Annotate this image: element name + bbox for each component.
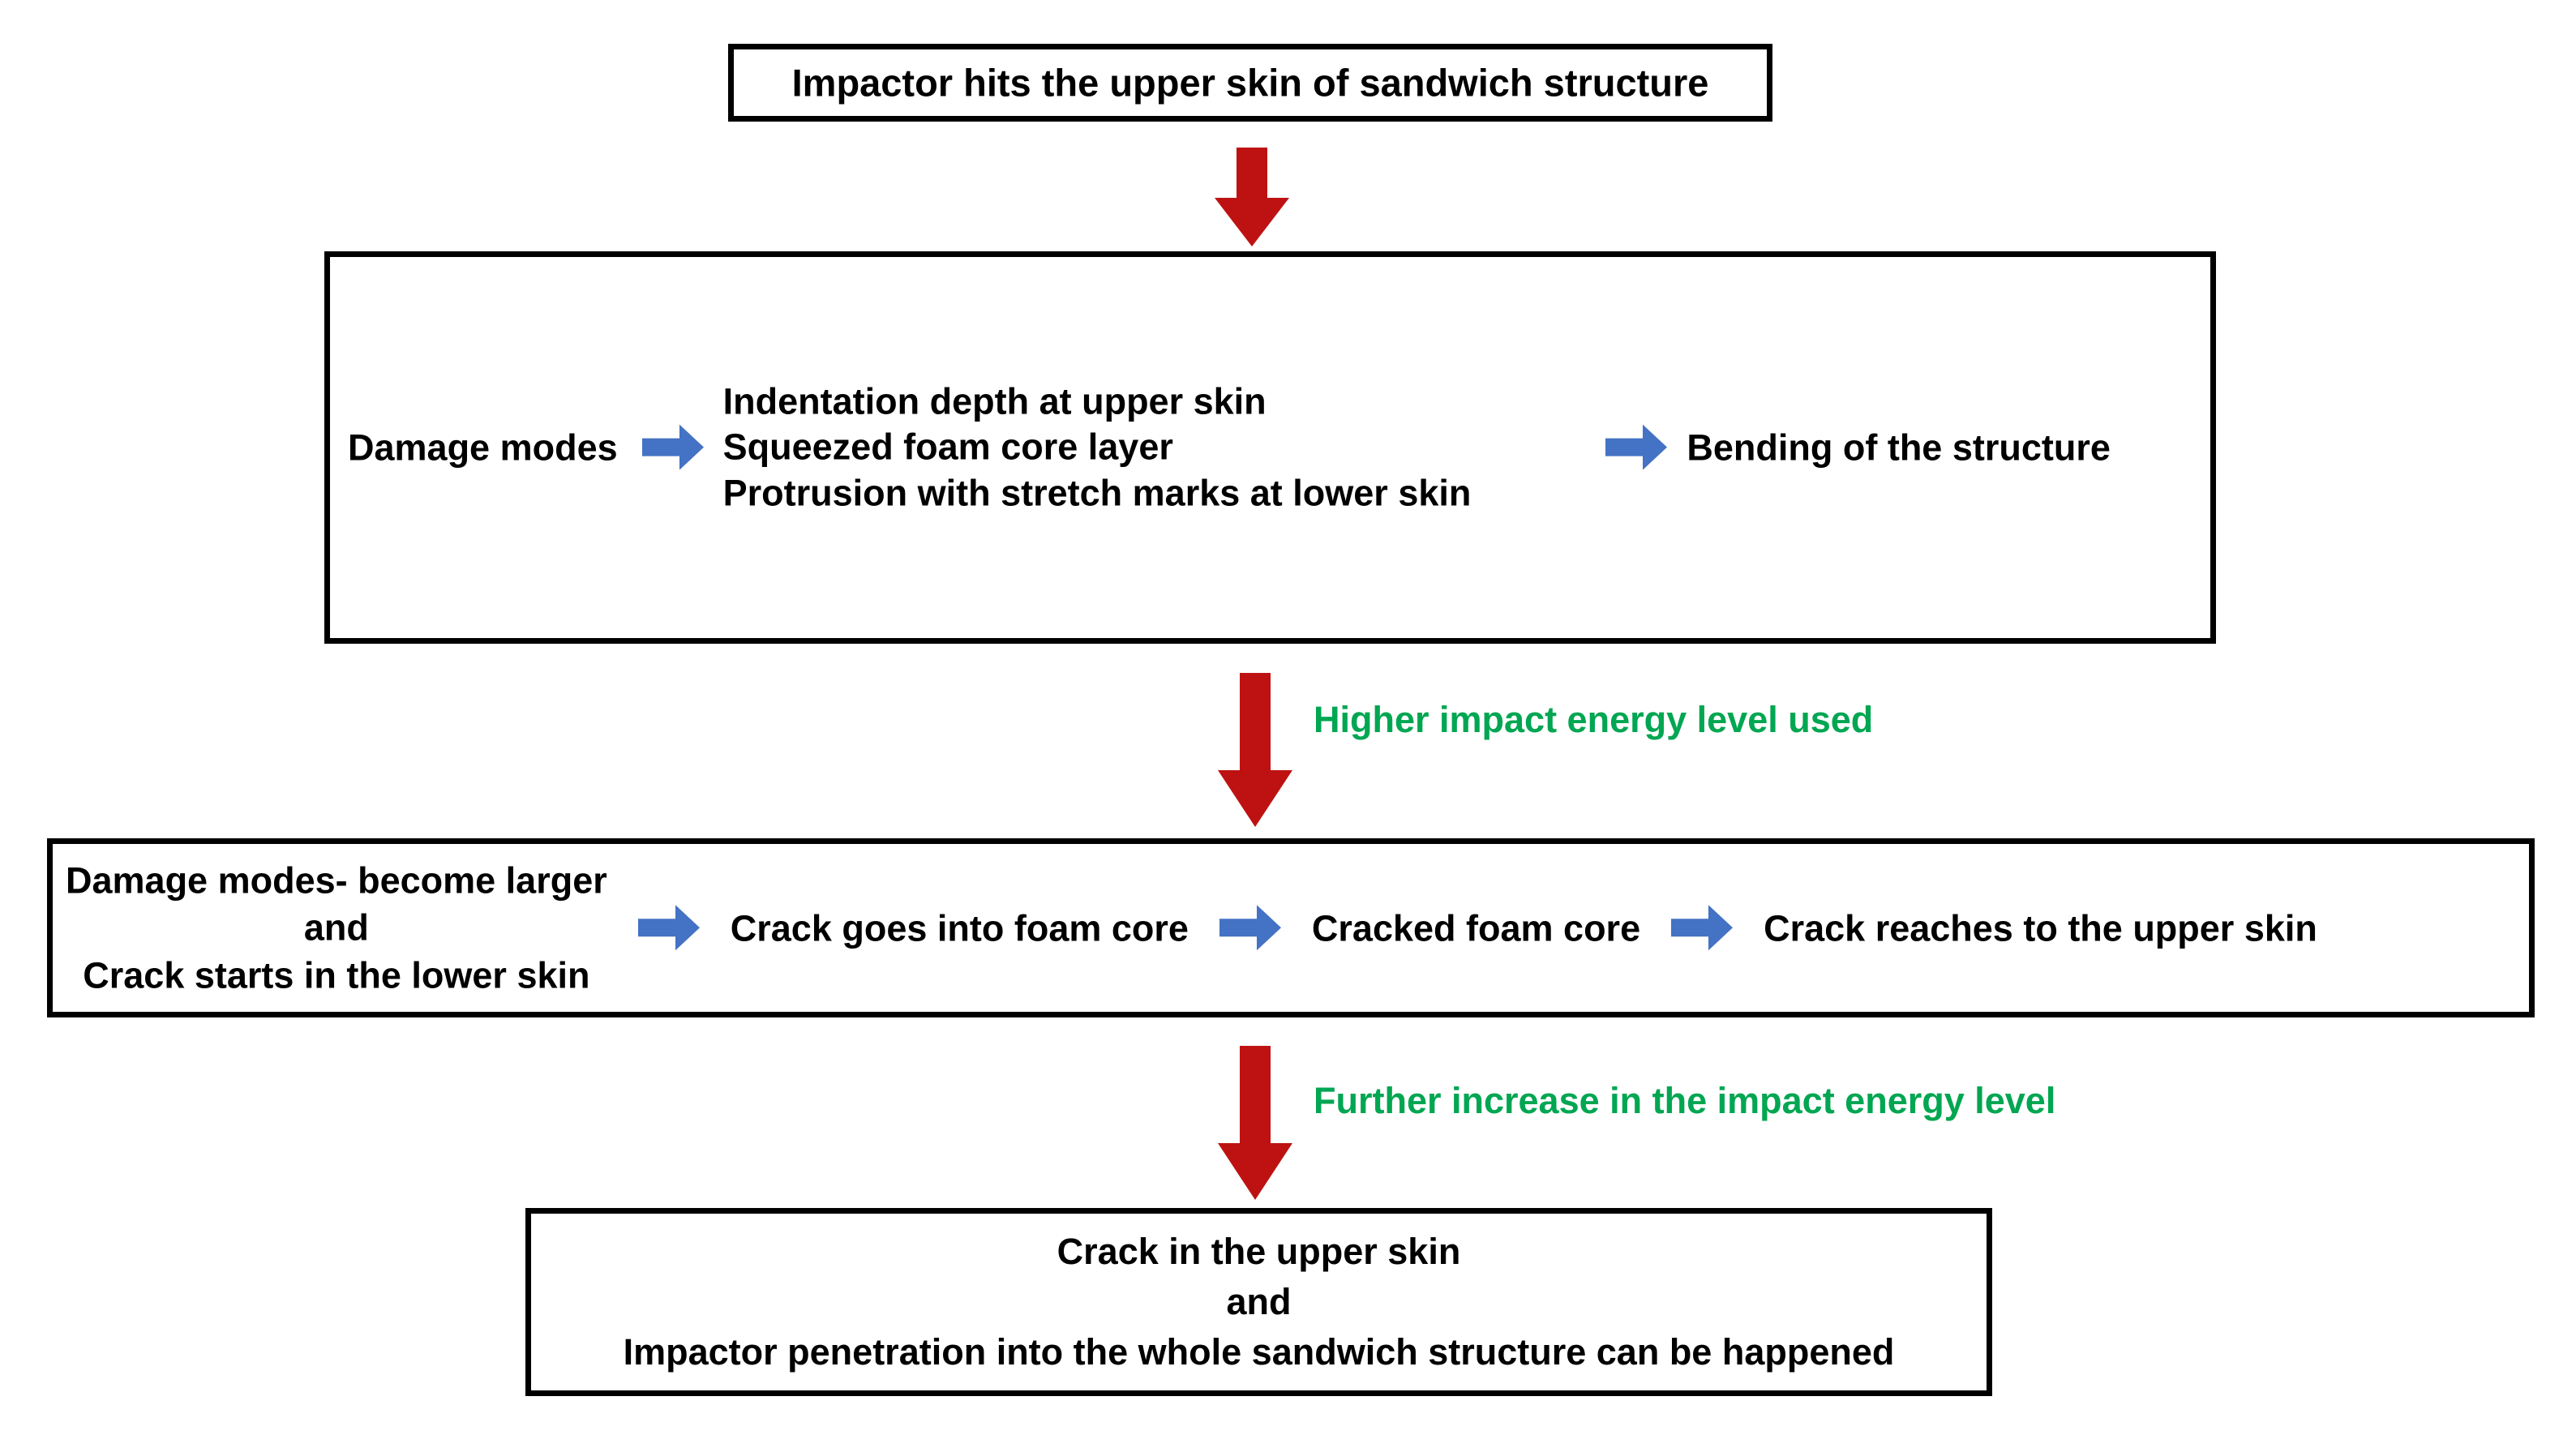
penetration-outcome-text: Crack in the upper skin and Impactor pen… [531,1227,1987,1377]
damage-mode-item: Squeezed foam core layer [722,426,1173,468]
impact-initiation-box: Impactor hits the upper skin of sandwich… [728,44,1772,122]
damage-mode-item: Protrusion with stretch marks at lower s… [722,472,1472,514]
progression-line: Crack starts in the lower skin [83,953,590,996]
red-down-arrow-icon [1215,148,1289,246]
outcome-line: and [1226,1280,1292,1322]
crack-step-text: Cracked foam core [1311,907,1641,949]
bending-result-text: Bending of the structure [1687,426,2111,469]
damage-modes-label: Damage modes [348,426,618,469]
crack-step-text: Crack goes into foam core [730,907,1189,949]
crack-progression-box: Damage modes- become larger and Crack st… [47,838,2535,1017]
damage-modes-list: Indentation depth at upper skin Squeezed… [723,379,1472,516]
progression-line: and [303,906,369,949]
damage-mode-item: Indentation depth at upper skin [722,380,1267,422]
transition-label-further-increase: Further increase in the impact energy le… [1314,1080,2056,1121]
progression-line: Damage modes- become larger [66,859,607,901]
damage-modes-row: Damage modes Indentation depth at upper … [330,379,2210,516]
crack-progression-row: Damage modes- become larger and Crack st… [53,857,2529,1000]
outcome-line: Crack in the upper skin [1057,1230,1461,1272]
penetration-outcome-box: Crack in the upper skin and Impactor pen… [525,1208,1992,1396]
red-down-arrow-icon [1218,673,1292,827]
red-down-arrow-icon [1218,1046,1292,1200]
damage-modes-box: Damage modes Indentation depth at upper … [324,251,2216,644]
larger-damage-modes-text: Damage modes- become larger and Crack st… [66,857,607,1000]
blue-right-arrow-icon [1219,905,1281,951]
blue-right-arrow-icon [641,425,704,470]
crack-step-text: Crack reaches to the upper skin [1764,907,2317,949]
impact-initiation-text: Impactor hits the upper skin of sandwich… [791,61,1709,105]
transition-label-higher-energy: Higher impact energy level used [1314,699,1874,740]
blue-right-arrow-icon [637,905,700,951]
outcome-line: Impactor penetration into the whole sand… [623,1331,1895,1373]
blue-right-arrow-icon [1605,425,1668,470]
blue-right-arrow-icon [1671,905,1734,951]
